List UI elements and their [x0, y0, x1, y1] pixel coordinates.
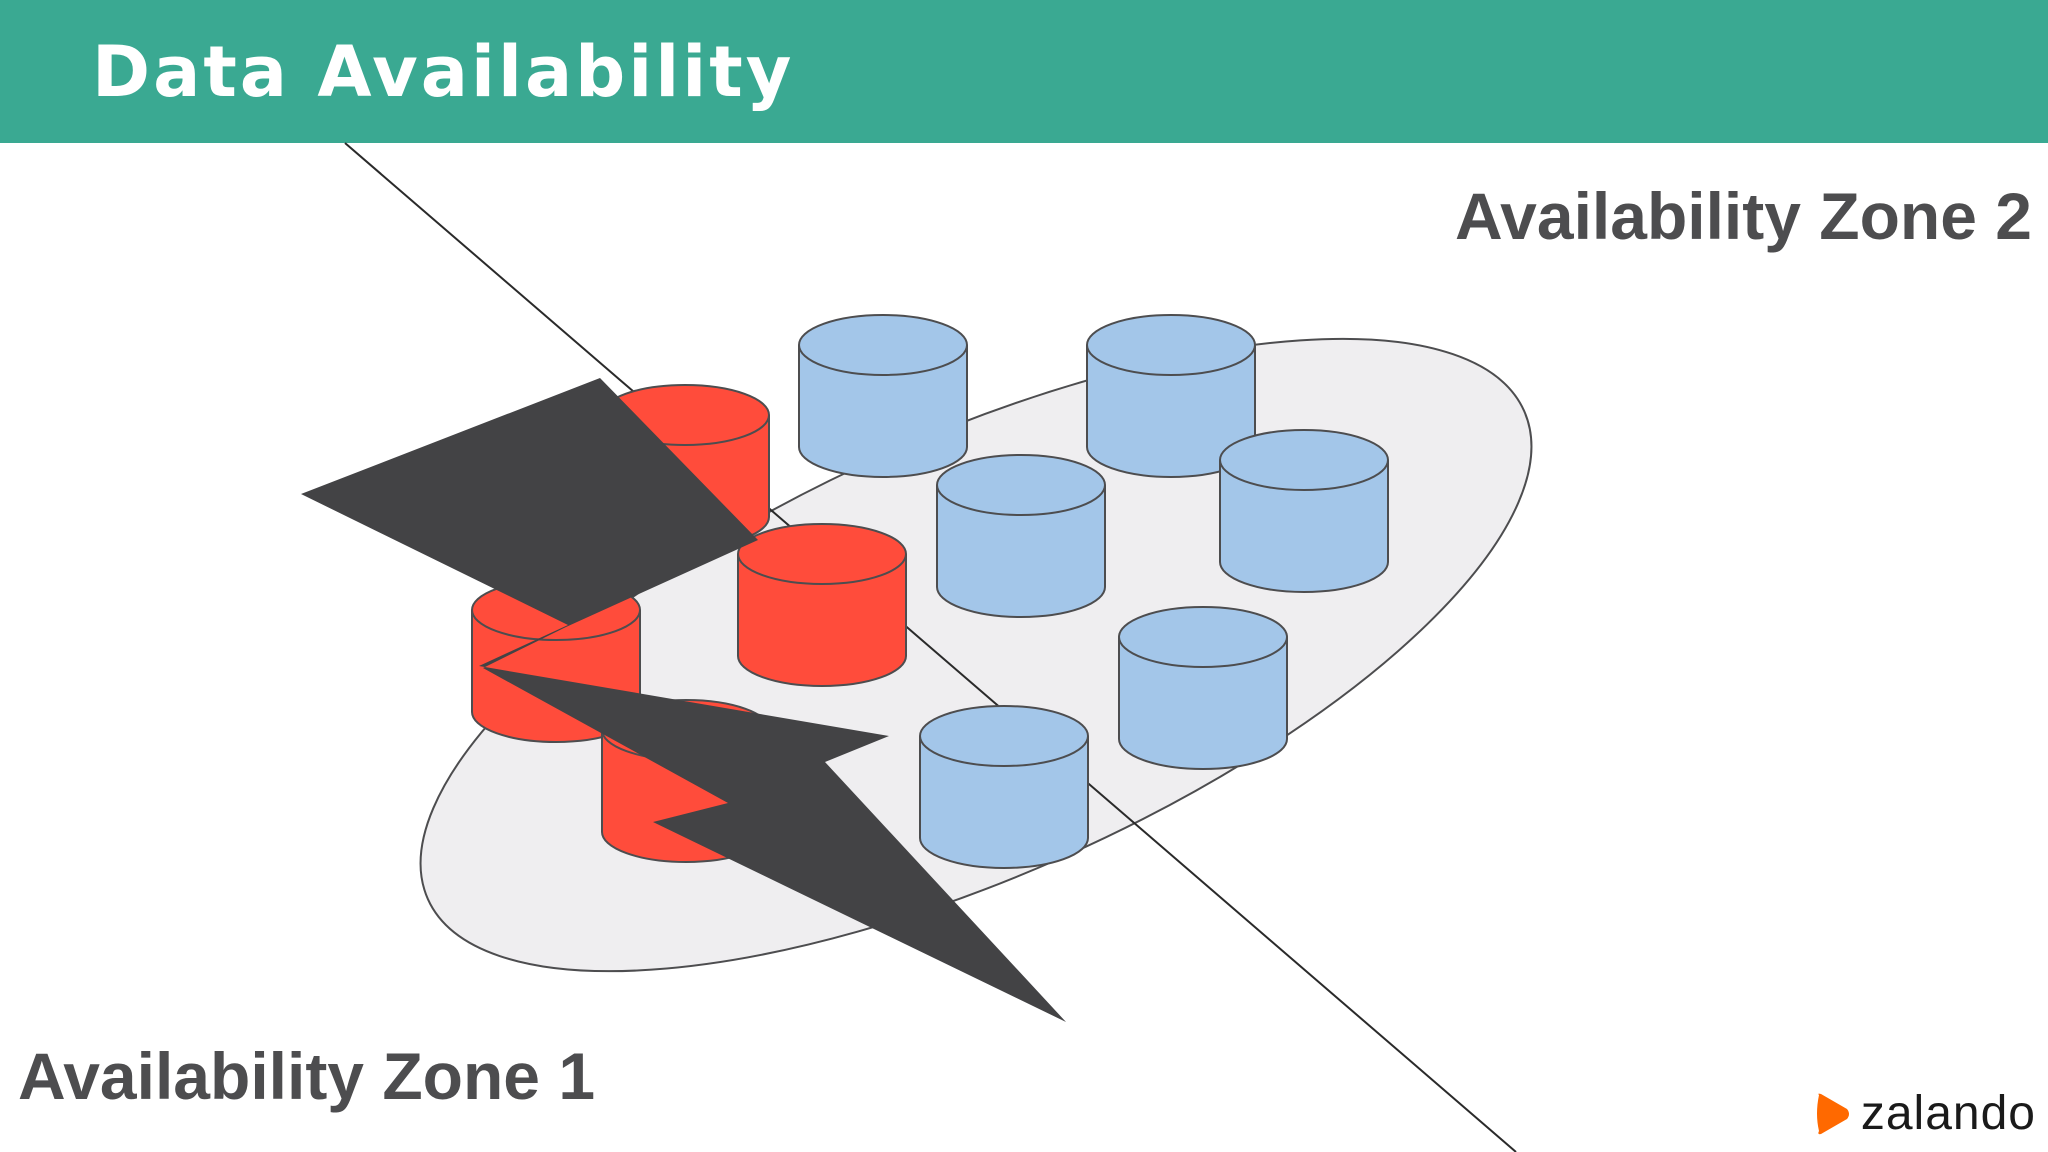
zone-divider [344, 142, 1517, 1152]
healthy-node-cylinder [1219, 429, 1389, 593]
healthy-node-cylinder [1118, 606, 1288, 770]
lightning-bolt-icon [301, 378, 1066, 1022]
slide-header: Data Availability [0, 0, 2048, 143]
zone-1-label: Availability Zone 1 [18, 1039, 596, 1113]
zalando-logo: zalando [1813, 1084, 2036, 1144]
healthy-node-cylinder [936, 454, 1106, 618]
zalando-logo-icon [1816, 1093, 1849, 1135]
zone-2-label: Availability Zone 2 [1454, 179, 2032, 253]
healthy-node-cylinder [798, 314, 968, 478]
healthy-node-cylinder [919, 705, 1089, 869]
failed-node-cylinder [737, 523, 907, 687]
logo-text: zalando [1860, 1087, 2036, 1140]
slide-title: Data Availability [92, 31, 795, 113]
